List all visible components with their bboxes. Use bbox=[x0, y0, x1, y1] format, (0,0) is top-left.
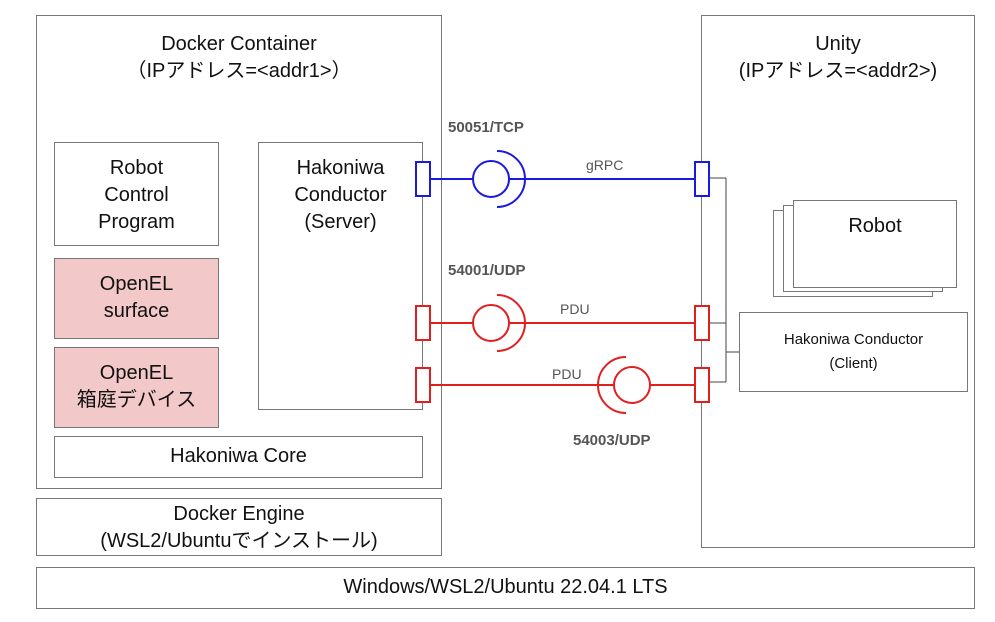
udp-54003-socket-ball bbox=[613, 366, 651, 404]
udp-54003-socket-cup bbox=[597, 356, 627, 414]
udp-54001-port-label: 54001/UDP bbox=[448, 262, 526, 279]
grpc-port-label: 50051/TCP bbox=[448, 119, 524, 136]
conductor-client-box bbox=[739, 312, 968, 392]
docker-engine-line2: (WSL2/Ubuntuでインストール) bbox=[100, 530, 378, 552]
udp-54001-protocol-label: PDU bbox=[560, 301, 590, 317]
udp-54003-port-label: 54003/UDP bbox=[573, 432, 651, 449]
docker-container-address: （IPアドレス=<addr1>） bbox=[126, 60, 352, 82]
robot-control-program-line1: Robot bbox=[109, 157, 164, 179]
docker-container-title: Docker Container bbox=[161, 33, 317, 55]
udp-54001-socket-cup bbox=[496, 294, 526, 352]
conductor-server-line3: (Server) bbox=[304, 211, 377, 233]
robot-control-program-line2: Control bbox=[104, 184, 169, 206]
conductor-server-box bbox=[258, 142, 423, 410]
openel-device-box bbox=[54, 347, 219, 428]
unity-title: Unity bbox=[815, 33, 861, 55]
udp-54003-link bbox=[415, 356, 710, 414]
conductor-server-line2: Conductor bbox=[294, 184, 387, 206]
robot-control-program-box bbox=[54, 142, 219, 246]
openel-surface-box bbox=[54, 258, 219, 339]
conductor-client-line1: Hakoniwa Conductor bbox=[783, 331, 924, 348]
udp-54003-protocol-label: PDU bbox=[552, 366, 582, 382]
os-bar-label: Windows/WSL2/Ubuntu 22.04.1 LTS bbox=[343, 576, 668, 598]
openel-device-line1: OpenEL bbox=[99, 362, 174, 384]
os-bar-box bbox=[36, 567, 975, 609]
conductor-server-line1: Hakoniwa bbox=[296, 157, 385, 179]
client-bracket bbox=[709, 177, 739, 383]
unity-address: (IPアドレス=<addr2>) bbox=[738, 60, 938, 82]
grpc-socket-ball bbox=[472, 160, 510, 198]
hakoniwa-core-label: Hakoniwa Core bbox=[170, 445, 307, 467]
conductor-client-line2: (Client) bbox=[829, 355, 878, 372]
grpc-protocol-label: gRPC bbox=[586, 157, 624, 173]
grpc-socket-cup bbox=[496, 150, 526, 208]
openel-surface-line1: OpenEL bbox=[99, 273, 174, 295]
openel-device-line2: 箱庭デバイス bbox=[76, 389, 197, 411]
grpc-link bbox=[415, 150, 710, 208]
udp-54001-link bbox=[415, 294, 710, 352]
robot-control-program-line3: Program bbox=[98, 211, 175, 233]
openel-surface-line2: surface bbox=[103, 300, 170, 322]
udp-54001-socket-ball bbox=[472, 304, 510, 342]
robot-box bbox=[793, 200, 957, 288]
docker-engine-box bbox=[36, 498, 442, 556]
docker-engine-line1: Docker Engine bbox=[173, 503, 305, 525]
hakoniwa-core-box bbox=[54, 436, 423, 478]
robot-label: Robot bbox=[848, 215, 902, 237]
